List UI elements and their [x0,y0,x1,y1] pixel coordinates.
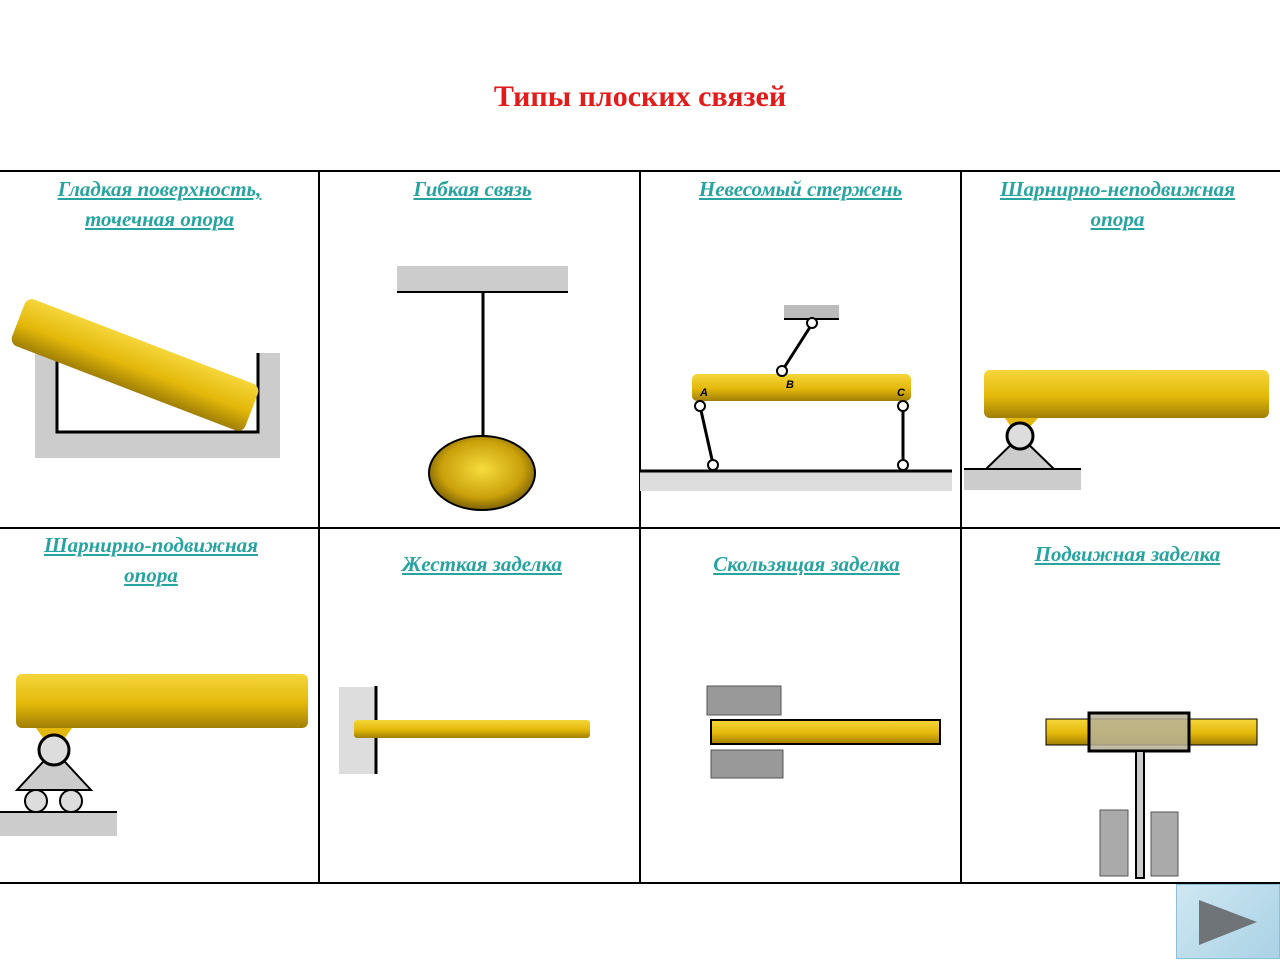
movable-hinge-drawing [0,674,308,836]
label-sliding-fixing-line1: Скользящая заделка [713,552,900,576]
point-b-label: B [786,379,794,391]
label-flexible-link-line1: Гибкая связь [413,177,532,201]
rigid-fixing-drawing [339,686,590,774]
smooth-surface-drawing [11,299,280,458]
label-movable-hinge-line1: Шарнирно-подвижная [44,533,258,557]
page-title: Типы плоских связей [493,80,787,113]
next-slide-button[interactable] [1176,884,1280,959]
label-fixed-hinge-line2: опора [1090,207,1145,231]
label-weightless-rod[interactable]: Невесомый стержень [640,174,961,204]
label-smooth-surface-line2: точечная опора [84,207,234,231]
flexible-link-drawing [397,266,568,511]
label-fixed-hinge-line1: Шарнирно-неподвижная [1000,177,1235,201]
label-movable-hinge-line2: опора [124,563,178,587]
label-fixed-hinge[interactable]: Шарнирно-неподвижная опора [961,174,1274,234]
point-a-label: A [699,387,708,399]
label-movable-fixing[interactable]: Подвижная заделка [961,539,1280,569]
point-c-label: C [897,387,906,399]
movable-fixing-drawing [1045,711,1258,879]
label-flexible-link[interactable]: Гибкая связь [319,174,626,204]
label-movable-fixing-line1: Подвижная заделка [1034,542,1221,566]
label-rigid-fixing-line1: Жесткая заделка [402,552,562,576]
weightless-rod-drawing: A B C [640,305,952,491]
play-arrow-icon [1199,900,1257,945]
label-weightless-rod-line1: Невесомый стержень [698,177,903,201]
label-sliding-fixing[interactable]: Скользящая заделка [640,549,973,579]
table-grid [0,170,1280,884]
label-rigid-fixing[interactable]: Жесткая заделка [319,549,645,579]
label-smooth-surface[interactable]: Гладкая поверхность, точечная опора [0,174,319,234]
label-smooth-surface-line1: Гладкая поверхность, [57,177,262,201]
fixed-hinge-drawing [964,370,1269,490]
label-movable-hinge[interactable]: Шарнирно-подвижная опора [0,530,302,590]
sliding-fixing-drawing [706,685,941,779]
